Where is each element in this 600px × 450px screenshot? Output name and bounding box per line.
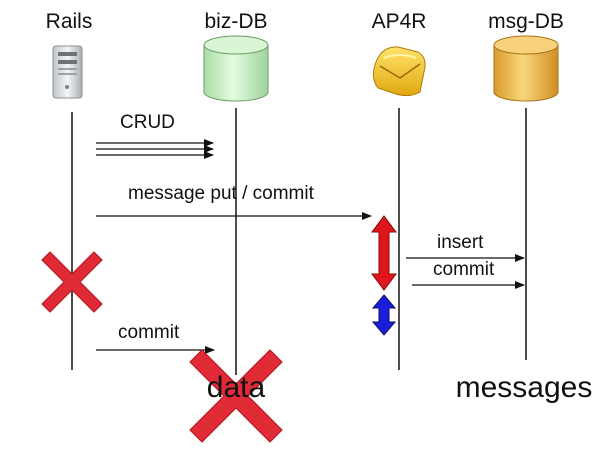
message-put-commit-label: message put / commit xyxy=(128,183,315,204)
red-x-icon xyxy=(41,251,103,313)
server-icon xyxy=(52,45,83,99)
participant-msgdb-label: msg-DB xyxy=(488,10,564,33)
participant-bizdb-label: biz-DB xyxy=(204,10,267,33)
msgdb-messages-label: messages xyxy=(456,371,593,404)
database-icon xyxy=(493,35,559,102)
message-commit-right-label: commit xyxy=(433,259,495,280)
database-icon xyxy=(203,35,269,102)
message-commit-left-label: commit xyxy=(118,322,180,343)
participant-rails-label: Rails xyxy=(46,10,93,33)
message-insert-label: insert xyxy=(437,232,484,253)
red-double-arrow-icon xyxy=(371,215,397,291)
mail-envelope-icon xyxy=(372,46,426,97)
blue-double-arrow-icon xyxy=(371,294,397,336)
participant-ap4r-label: AP4R xyxy=(372,10,427,33)
red-x-icon xyxy=(189,349,283,443)
bizdb-data-label: data xyxy=(207,371,266,404)
message-crud-label: CRUD xyxy=(120,112,175,133)
